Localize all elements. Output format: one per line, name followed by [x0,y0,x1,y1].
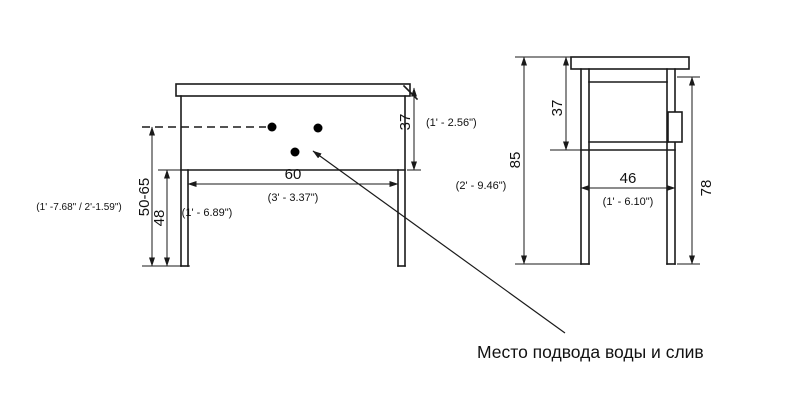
front-dim-48-imperial: (1' - 6.89") [182,207,233,219]
side-view: 85 (2' - 9.46") 37 46 (1' - 6.10") 78 [456,56,715,265]
annotation-leader-arrow [312,150,566,334]
front-dim-60-value: 60 [285,166,302,183]
side-dim-78-value: 78 [698,180,715,197]
side-dim-46-value: 46 [620,170,637,187]
front-countertop [175,83,411,97]
front-dim-5065-value: 50-65 [136,178,153,216]
side-drawer-front-edge [667,111,683,143]
front-dim-37-value: 37 [397,114,414,131]
side-countertop [570,56,690,70]
water-point-left-dot [267,122,277,132]
front-dim-37-imperial: (1' - 2.56") [426,117,477,129]
annotation-label: Место подвода воды и слив [477,342,704,362]
side-dim-37-value: 37 [549,100,566,117]
front-dim-60-imperial: (3' - 3.37") [268,192,319,204]
front-dim-48-value: 48 [151,210,168,227]
front-view: 37 (1' - 2.56") 60 (3' - 3.37") 50-65 (1… [36,83,477,267]
side-dim-46-imperial: (1' - 6.10") [603,196,654,208]
front-dim-5065-imperial: (1' -7.68" / 2'-1.59") [36,202,121,213]
drain-point-dot [290,147,300,157]
side-dim-85-value: 85 [507,152,524,169]
side-dim-85-imperial: (2' - 9.46") [456,180,507,192]
water-point-right-dot [313,123,323,133]
water-supply-annotation: Место подвода воды и слив [312,150,704,362]
